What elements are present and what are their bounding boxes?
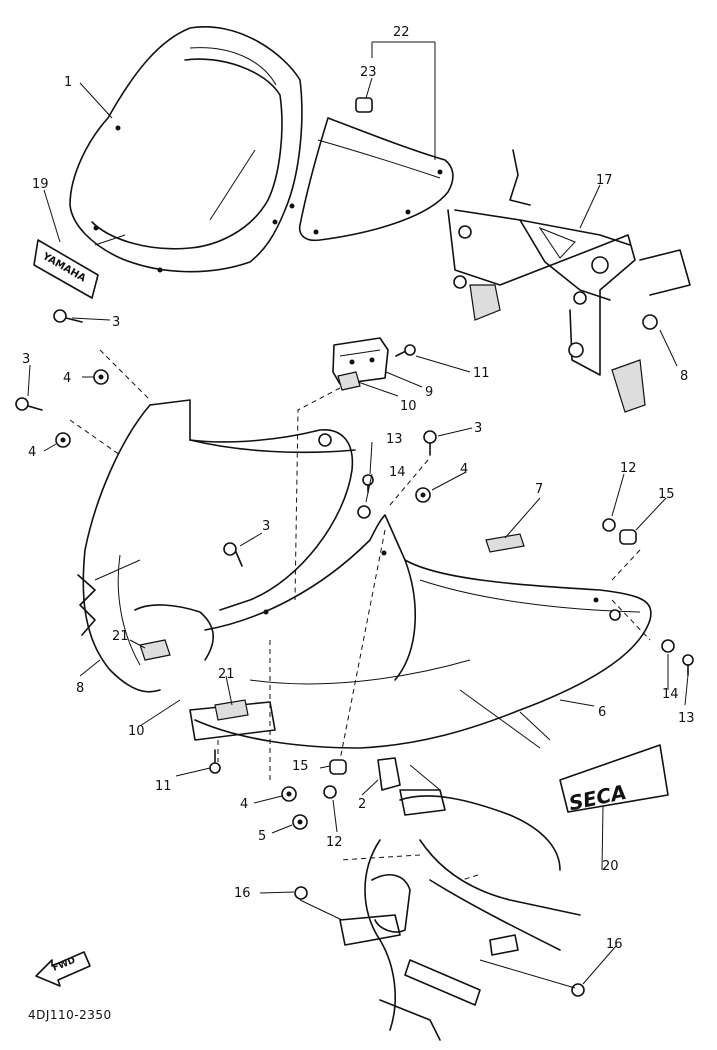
callout-12a: 12: [620, 461, 637, 476]
bolt-3b: [15, 397, 43, 411]
callout-5: 5: [258, 829, 266, 844]
callout-15a: 15: [658, 487, 675, 502]
nut-4d: [281, 786, 297, 802]
bracket-lower: [214, 699, 249, 721]
windshield: [69, 26, 303, 273]
callout-14a: 14: [389, 465, 406, 480]
callout-19: 19: [32, 177, 49, 192]
callout-10a: 10: [400, 399, 417, 414]
callout-2: 2: [358, 797, 366, 812]
washer-5: [292, 814, 308, 830]
screw-11a: [395, 344, 416, 357]
callout-20: 20: [602, 859, 619, 874]
bolt-3c: [423, 430, 437, 456]
nut-4a: [93, 369, 109, 385]
nut-4c: [415, 487, 431, 503]
callout-4b: 4: [28, 445, 36, 460]
plate: [337, 371, 361, 391]
callout-10b: 10: [128, 724, 145, 739]
callout-3d: 3: [262, 519, 270, 534]
callout-12b: 12: [326, 835, 343, 850]
screw-13b: [682, 654, 694, 676]
callout-4c: 4: [460, 462, 468, 477]
damper-8: [642, 314, 658, 330]
callout-6: 6: [598, 705, 606, 720]
callout-16b: 16: [606, 937, 623, 952]
washer-12b: [323, 785, 337, 799]
callout-21a: 21: [112, 629, 129, 644]
bolt-3d: [223, 542, 243, 567]
nut-4b: [55, 432, 71, 448]
callout-8a: 8: [680, 369, 688, 384]
bracket-left: [139, 639, 171, 661]
callout-8b: 8: [76, 681, 84, 696]
grommet-15b: [329, 759, 347, 775]
decal-strip: [485, 533, 525, 553]
grommet-15a: [619, 529, 637, 545]
callout-1: 1: [64, 75, 72, 90]
bolt-16b: [571, 983, 585, 997]
holder: [332, 337, 389, 385]
callout-13b: 13: [678, 711, 695, 726]
callout-4d: 4: [240, 797, 248, 812]
catalog-code: 4DJ110-2350: [28, 1008, 112, 1022]
callout-9: 9: [425, 385, 433, 400]
seca-decal: SECA: [559, 744, 669, 815]
callout-14b: 14: [662, 687, 679, 702]
frame: [339, 757, 581, 1041]
fasteners: [15, 309, 694, 997]
callout-23: 23: [360, 65, 377, 80]
callout-4a: 4: [63, 371, 71, 386]
callout-21b: 21: [218, 667, 235, 682]
bolt-16a: [294, 886, 308, 900]
callouts: 1 22 23 19 17 8 3 3 4 4 11 9 10 3 13 14 …: [22, 25, 695, 952]
leader-lines: [27, 41, 689, 989]
callout-3b: 3: [22, 352, 30, 367]
callout-13a: 13: [386, 432, 403, 447]
bolt-3a: [53, 309, 83, 323]
callout-11b: 11: [155, 779, 172, 794]
washer-12a: [602, 518, 616, 532]
callout-11a: 11: [473, 366, 490, 381]
yamaha-decal: YAMAHA: [33, 239, 99, 299]
inner-panel: [298, 117, 454, 242]
callout-15b: 15: [292, 759, 309, 774]
cowling-body: [77, 399, 652, 749]
forward-arrow: FWD: [35, 951, 91, 987]
callout-16a: 16: [234, 886, 251, 901]
callout-3c: 3: [474, 421, 482, 436]
collar-14a: [357, 505, 371, 519]
grommet: [355, 97, 373, 113]
callout-7: 7: [535, 482, 543, 497]
callout-22: 22: [393, 25, 410, 40]
callout-3a: 3: [112, 315, 120, 330]
callout-17: 17: [596, 173, 613, 188]
cowling-stay: [447, 149, 691, 413]
collar-14b: [661, 639, 675, 653]
